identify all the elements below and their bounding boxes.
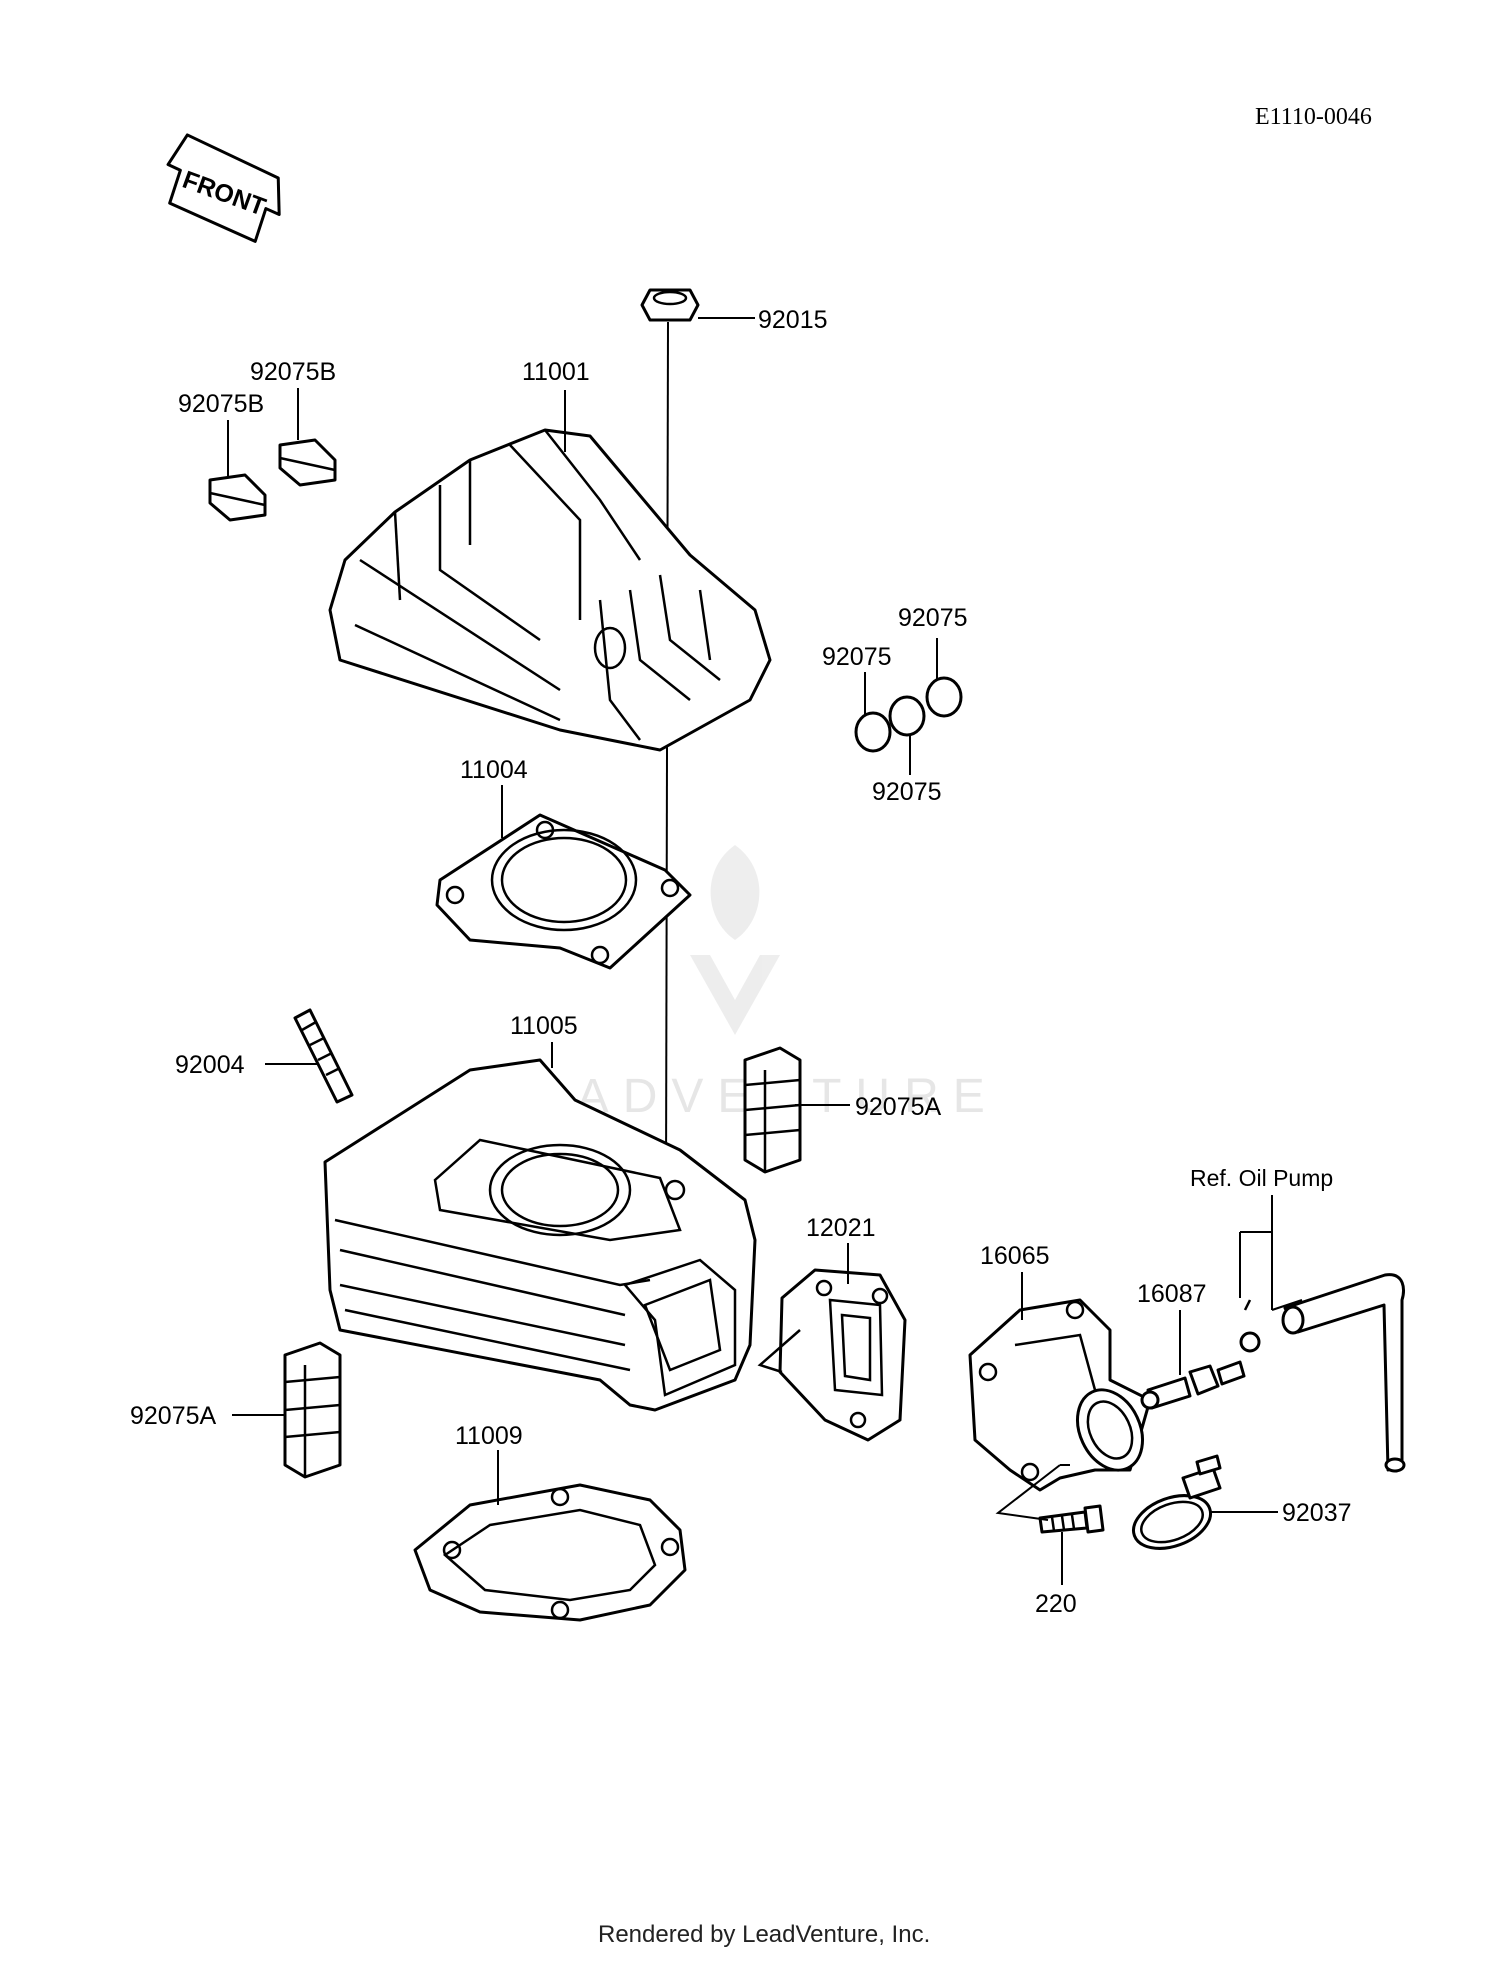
callout-92075B-upper: 92075B <box>250 358 336 386</box>
front-arrow-icon: FRONT <box>166 133 281 243</box>
callout-92075-top: 92075 <box>898 604 968 632</box>
oil-hose-icon <box>1281 1273 1406 1473</box>
reed-valve-12021 <box>757 1268 907 1442</box>
callout-92075B-lower: 92075B <box>178 390 264 418</box>
callout-11009: 11009 <box>455 1422 523 1450</box>
callout-92037: 92037 <box>1282 1499 1352 1527</box>
base-gasket-11009 <box>413 1483 687 1622</box>
cylinder-11005 <box>323 1058 757 1412</box>
stud-92004 <box>293 1008 354 1104</box>
callout-16087: 16087 <box>1137 1280 1207 1308</box>
callout-92015: 92015 <box>758 306 828 334</box>
head-gasket-11004 <box>435 813 692 970</box>
cap-92075B-upper <box>278 438 337 487</box>
callout-11005: 11005 <box>510 1012 578 1040</box>
cylinder-head-11001 <box>328 428 772 752</box>
fitting-16087 <box>1140 1331 1261 1410</box>
callout-16065: 16065 <box>980 1242 1050 1270</box>
caps-92075A-left <box>283 1341 342 1479</box>
callout-92075-left: 92075 <box>822 643 892 671</box>
callout-92075-bottom: 92075 <box>872 778 942 806</box>
callout-92004: 92004 <box>175 1051 245 1079</box>
callout-12021: 12021 <box>806 1214 876 1242</box>
callout-220: 220 <box>1035 1590 1077 1618</box>
caps-92075 <box>854 676 963 753</box>
diagram-code: E1110-0046 <box>1255 104 1372 130</box>
footer-credit: Rendered by LeadVenture, Inc. <box>598 1921 930 1948</box>
bolt-220 <box>1038 1504 1105 1534</box>
intake-manifold-16065 <box>968 1298 1152 1492</box>
caps-92075A-right <box>743 1046 802 1174</box>
callout-11004: 11004 <box>460 756 528 784</box>
hose-clamp-92037 <box>1132 1454 1222 1550</box>
callout-92075A-left: 92075A <box>130 1402 217 1430</box>
cap-92075B-lower <box>208 473 267 522</box>
callout-11001: 11001 <box>522 358 590 386</box>
nut-92015 <box>640 288 700 322</box>
ref-oil-pump-label: Ref. Oil Pump <box>1190 1165 1333 1191</box>
callout-92075A-right: 92075A <box>855 1093 942 1121</box>
